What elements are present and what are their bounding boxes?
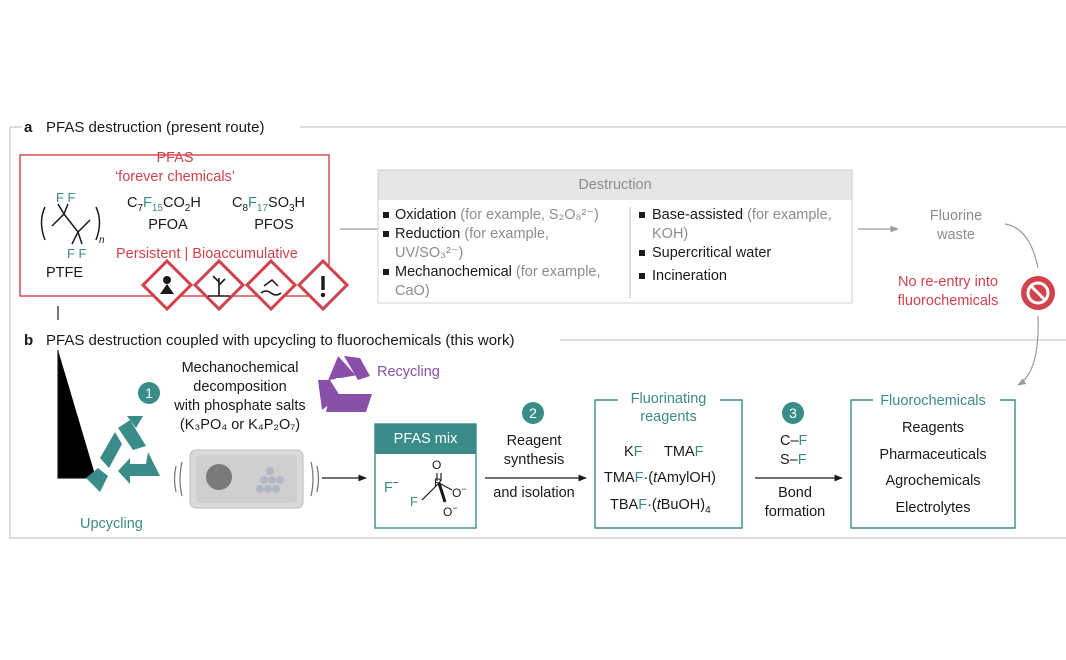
reagent-tmaf-tamyloh: TMAF·(tAmylOH) <box>604 470 716 486</box>
fluorinating-box <box>594 399 743 529</box>
connector-b-down <box>57 350 96 479</box>
mech-line4: (K₃PO₄ or K₄P₂O₇) <box>179 417 301 433</box>
panel-b-title: PFAS destruction coupled with upcycling … <box>46 332 515 349</box>
fluoride-ion: F− <box>384 478 399 496</box>
ptfe-structure <box>40 203 101 245</box>
pfoa-label: PFOA <box>148 217 188 233</box>
destruction-header-bg <box>378 170 852 200</box>
reagent-line3: and isolation <box>493 485 575 501</box>
methods-right: Base-assisted (for example, KOH) Supercr… <box>652 207 832 287</box>
method-item: Base-assisted (for example, <box>652 207 832 223</box>
method-item: Incineration <box>652 268 727 284</box>
waste-line1: Fluorine <box>929 208 983 224</box>
pfos-formula: C8F17SO3H <box>232 195 306 214</box>
method-item: Supercritical water <box>652 245 772 261</box>
phosphate-oxygen-bottom: O− <box>443 503 458 519</box>
pfas-mix-label: PFAS mix <box>393 431 458 447</box>
recycle-symbol: P <box>335 375 344 390</box>
destruction-title: Destruction <box>578 177 652 193</box>
phosphate-structure <box>421 473 453 503</box>
hazard-exclamation-icon <box>296 258 350 312</box>
mech-line1: Mechanochemical <box>181 360 299 376</box>
method-item: KOH) <box>652 226 689 242</box>
product-item: Agrochemicals <box>885 473 981 489</box>
product-item: Electrolytes <box>895 499 971 516</box>
method-bullets <box>383 212 645 279</box>
bond-cf: C–F <box>780 433 808 449</box>
fluorinating-line2: reagents <box>640 409 697 425</box>
bond-line1: Bond <box>778 485 812 501</box>
recycling-icon <box>318 356 372 412</box>
upcycle-symbol: F <box>111 463 119 478</box>
product-item: Reagents <box>901 420 965 436</box>
panel-a-title: PFAS destruction (present route) <box>46 119 265 136</box>
reagent-kf: KF <box>624 444 643 460</box>
phosphate-oxygen-right: O− <box>452 484 467 500</box>
method-item: UV/SO₃²⁻) <box>395 245 464 261</box>
curve-stop-to-fluorochemicals <box>1017 315 1039 386</box>
step-2-badge: 2 <box>522 402 544 424</box>
ptfe-top-fluorines: F F <box>56 190 76 205</box>
reagent-line2: synthesis <box>503 452 565 468</box>
method-item: Oxidation (for example, S₂O₈²⁻) <box>395 207 599 223</box>
curve-waste-to-stop <box>1004 223 1039 269</box>
bond-line2: formation <box>764 504 826 520</box>
reagent-tbaf-tbuoh: TBAF·(tBuOH)4 <box>610 497 711 516</box>
destruction-box <box>377 169 853 304</box>
method-item: Mechanochemical (for example, <box>395 264 601 280</box>
waste-line2: waste <box>937 227 975 243</box>
product-list: Reagents Pharmaceuticals Agrochemicals E… <box>851 420 1015 526</box>
panel-b-letter: b <box>24 332 34 349</box>
reagent-tmaf: TMAF <box>664 444 704 460</box>
panel-a-frame <box>9 126 1066 539</box>
product-item: Pharmaceuticals <box>879 446 987 463</box>
fluorochemicals-title: Fluorochemicals <box>880 393 986 409</box>
pfas-title: PFAS <box>156 150 194 166</box>
pfos-label: PFOS <box>254 217 294 233</box>
fluorinating-line1: Fluorinating <box>630 391 707 407</box>
phosphate-fluorine: F <box>410 494 418 509</box>
ptfe-label: PTFE <box>46 265 84 281</box>
ptfe-subscript-n: n <box>99 235 105 246</box>
methods-left: Oxidation (for example, S₂O₈²⁻) Reductio… <box>395 207 601 302</box>
method-item: Reduction (for example, <box>395 226 549 242</box>
pfoa-formula: C7F15CO2H <box>127 195 201 214</box>
no-reentry-line2: fluorochemicals <box>897 293 999 309</box>
mech-line3: with phosphate salts <box>174 398 306 414</box>
phosphate-oxygen-top: O <box>432 458 442 472</box>
hazard-aquatic-icon <box>244 258 298 312</box>
mech-line2: decomposition <box>193 379 287 395</box>
pfas-mix-header <box>375 424 476 454</box>
reagent-line1: Reagent <box>506 433 562 449</box>
no-reentry-line1: No re-entry into <box>898 274 998 290</box>
pfas-properties: Persistent | Bioaccumulative <box>116 246 298 262</box>
upcycling-label: Upcycling <box>80 516 143 532</box>
step-3-badge: 3 <box>782 402 804 424</box>
ptfe-bottom-fluorines: F F <box>67 246 87 261</box>
pfas-subtitle: ‘forever chemicals’ <box>114 169 236 185</box>
hazard-health-icon <box>140 258 194 312</box>
fluorochemicals-box <box>850 399 1016 529</box>
bond-sf: S–F <box>780 452 807 468</box>
phosphate-p: P <box>434 477 442 489</box>
recycling-label: Recycling <box>377 364 440 380</box>
no-entry-icon <box>1021 276 1055 310</box>
step-1-badge: 1 <box>138 382 160 404</box>
hazard-environment-icon <box>192 258 246 312</box>
method-item: CaO) <box>395 283 430 299</box>
ball-mill-icon <box>173 449 320 509</box>
panel-a-letter: a <box>24 119 33 136</box>
upcycling-icon <box>86 416 160 492</box>
